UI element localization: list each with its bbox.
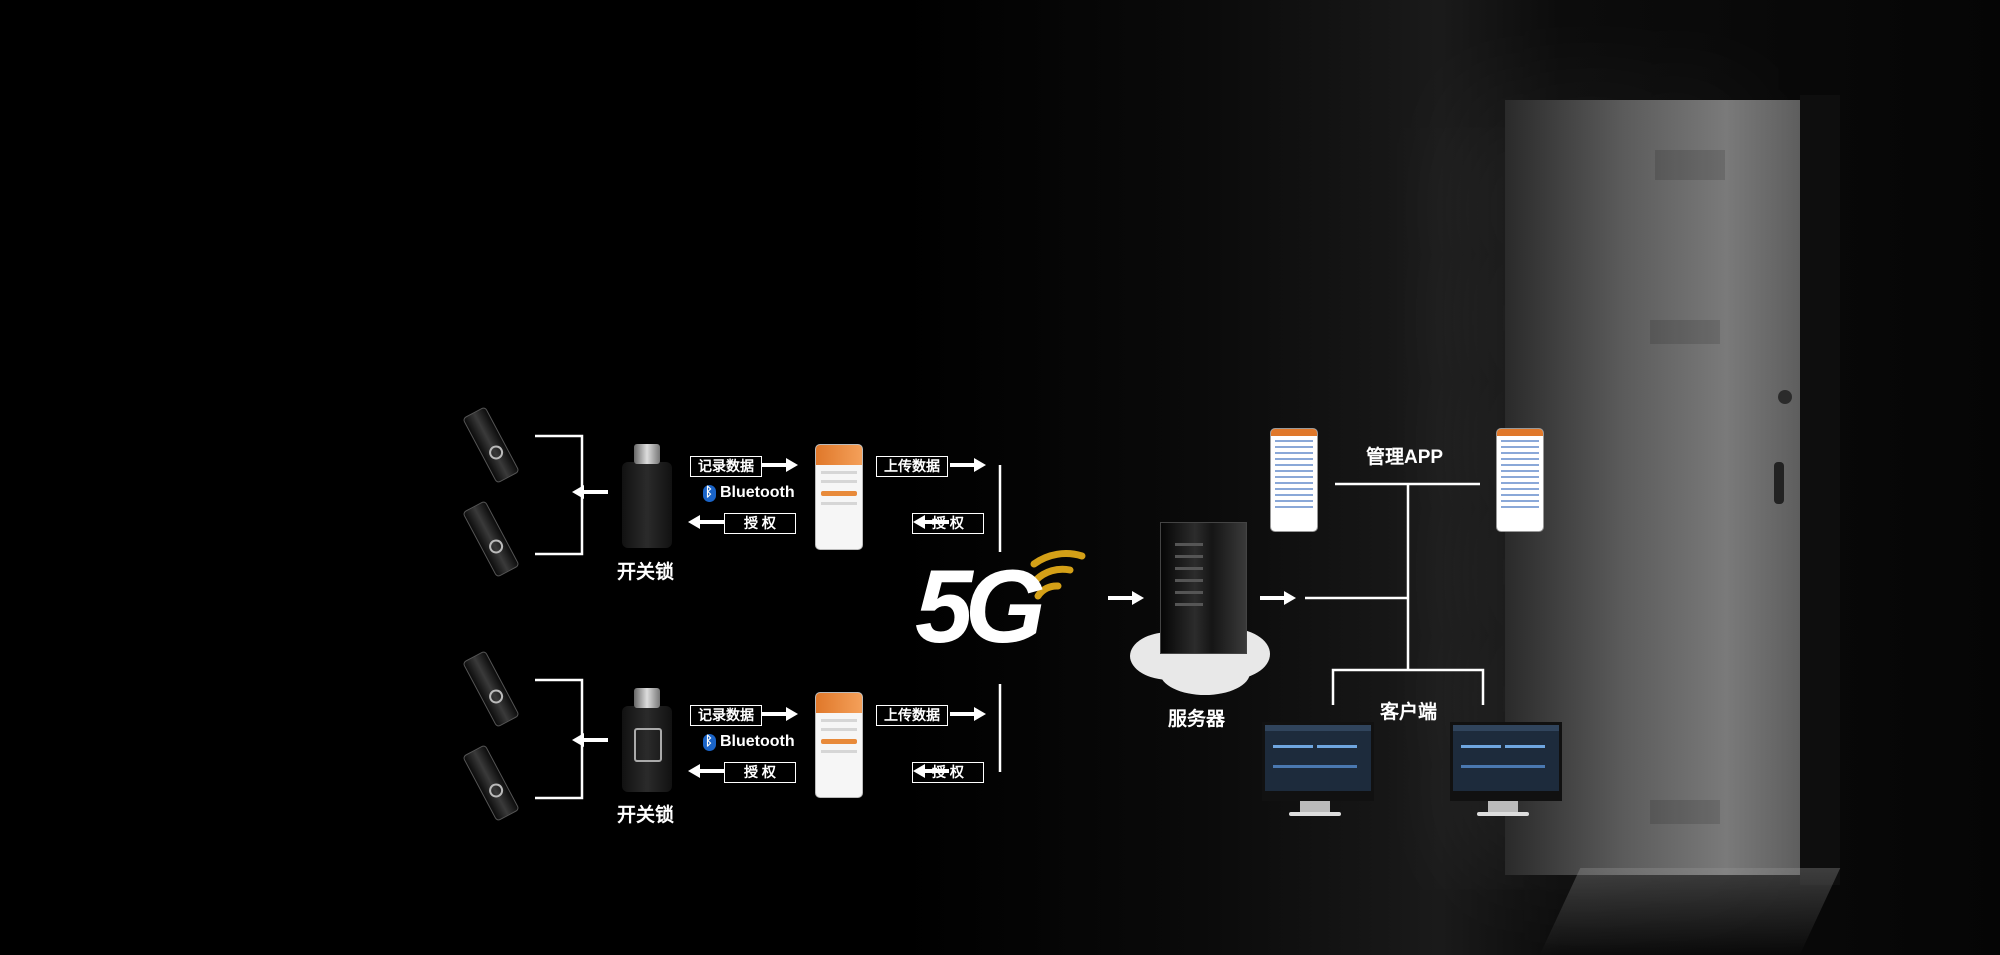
mgmt-app-label: 管理APP <box>1366 447 1444 468</box>
monitor-base <box>1477 812 1529 816</box>
signal-arcs <box>1030 550 1086 600</box>
door-panel <box>1655 150 1725 180</box>
arrow-left <box>572 733 608 747</box>
monitor-stand <box>1300 801 1330 813</box>
phone-app-icon <box>815 444 863 550</box>
record-data-label: 记录数据 <box>690 456 762 477</box>
arrow-set <box>572 458 1296 778</box>
smart-lock-icon <box>622 444 672 548</box>
mgmt-phone-icon <box>1496 428 1544 532</box>
arrow-right <box>762 707 798 721</box>
phone-app-icon <box>815 692 863 798</box>
monitor-icon <box>1262 722 1374 801</box>
arrow-left <box>913 515 949 529</box>
door-knob <box>1778 390 1792 404</box>
bluetooth-icon <box>703 733 716 751</box>
monitor-icon <box>1450 722 1562 801</box>
bracket-top <box>535 434 584 556</box>
authorize-label: 授 权 <box>724 513 796 534</box>
arrow-right <box>950 458 986 472</box>
authorize-label: 授 权 <box>724 762 796 783</box>
arrow-right <box>950 707 986 721</box>
bluetooth-icon <box>703 484 716 502</box>
arrow-left <box>572 485 608 499</box>
arrow-right <box>1108 591 1144 605</box>
5g-logo: 5G <box>915 549 1046 665</box>
bluetooth-label: Bluetooth <box>703 484 795 502</box>
arrow-left <box>688 764 724 778</box>
door-panel <box>1650 800 1720 824</box>
arrow-left <box>688 515 724 529</box>
server-icon <box>1160 522 1247 654</box>
door-panel <box>1650 320 1720 344</box>
server-label: 服务器 <box>1168 709 1226 730</box>
authorize-label: 授 权 <box>912 762 984 783</box>
arrow-right <box>762 458 798 472</box>
tree-bottom-branch <box>1331 668 1485 705</box>
upload-data-label: 上传数据 <box>876 705 948 726</box>
smart-lock-icon <box>622 688 672 792</box>
authorize-label: 授 权 <box>912 513 984 534</box>
arrow-left <box>913 764 949 778</box>
arrow-right <box>1260 591 1296 605</box>
lock-label: 开关锁 <box>617 805 675 826</box>
bluetooth-label: Bluetooth <box>703 733 795 751</box>
lock-label: 开关锁 <box>617 562 675 583</box>
upload-data-label: 上传数据 <box>876 456 948 477</box>
cloud-icon <box>1160 650 1250 695</box>
mgmt-phone-icon <box>1270 428 1318 532</box>
record-data-label: 记录数据 <box>690 705 762 726</box>
door-frame <box>1800 95 1840 885</box>
monitor-base <box>1289 812 1341 816</box>
monitor-stand <box>1488 801 1518 813</box>
client-label: 客户端 <box>1380 702 1438 723</box>
door-handle <box>1774 462 1784 504</box>
